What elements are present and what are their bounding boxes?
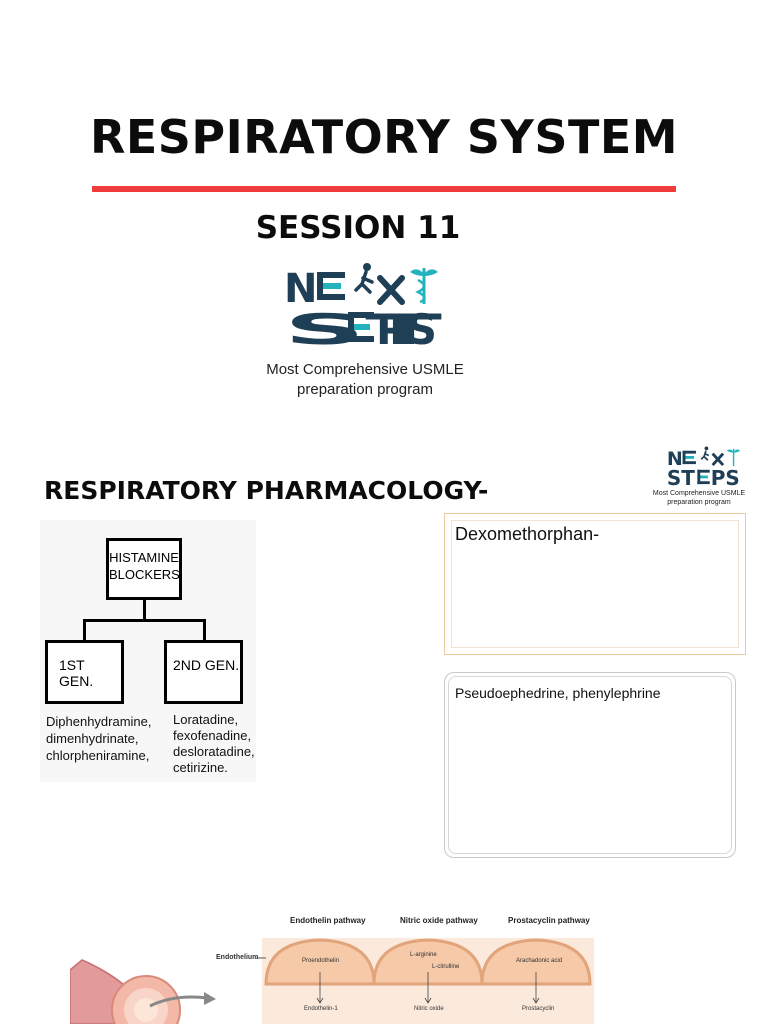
label-l-citrulline: L-citrulline [432,964,460,970]
svg-text:N: N [284,266,317,312]
section-heading: RESPIRATORY PHARMACOLOGY- [44,476,489,505]
label-proendothelin: Proendothelin [302,958,340,964]
endothelium-label: Endothelium [216,954,259,961]
second-gen-drug: Loratadine, [173,712,239,727]
logo-tagline: Most Comprehensive USMLE preparation pro… [244,360,486,400]
svg-text:PS: PS [376,305,437,346]
session-label: SESSION 11 [255,210,461,246]
second-gen-drug-list: Loratadine, fexofenadine, desloratadine,… [173,712,255,776]
page-title: RESPIRATORY SYSTEM [89,110,679,164]
title-divider [92,186,676,192]
histamine-blocker-tree: HISTAMINE BLOCKERS 1ST GEN. 2ND GEN. Dip… [40,520,256,782]
nextsteps-logo-graphic: N ST PS [284,263,443,354]
second-gen-drug: fexofenadine, [173,728,252,743]
label-prostacyclin: Prostacyclin [522,1006,555,1012]
small-logo-tagline: Most Comprehensive USMLE preparation pro… [652,489,746,507]
tree-connector-left [83,619,86,641]
label-l-arginine: L-arginine [410,952,437,958]
first-gen-drug-list: Diphenhydramine, dimenhydrinate, chlorph… [46,713,152,764]
note-box-inner-frame [448,676,732,854]
svg-text:ST: ST [667,466,695,486]
pathway-label-prostacyclin: Prostacyclin pathway [508,916,590,925]
tree-second-gen-box: 2ND GEN. [164,640,243,704]
svg-text:PS: PS [711,466,740,486]
note-text-dexomethorphan: Dexomethorphan- [455,524,600,544]
first-gen-drug: chlorpheniramine, [46,748,150,763]
note-text-pseudoephedrine: Pseudoephedrine, phenylephrine [455,685,661,701]
first-gen-drug: Diphenhydramine, [46,714,152,729]
tree-connector-right [203,619,206,641]
first-gen-drug: dimenhydrinate, [46,731,139,746]
small-nextsteps-logo: N ST PS Most Comprehensive USMLE prepara… [652,446,746,510]
pathway-label-nitric-oxide: Nitric oxide pathway [400,916,478,925]
tree-connector-vertical [143,600,146,621]
small-logo-tagline-line2: preparation program [667,499,731,506]
tree-connector-horizontal [83,619,206,622]
label-nitric-oxide: Nitric oxide [414,1006,444,1012]
decongestant-note-box: Pseudoephedrine, phenylephrine [444,672,736,858]
small-logo-tagline-line1: Most Comprehensive USMLE [652,490,746,497]
nextsteps-logo: N ST PS [284,262,444,354]
second-gen-drug: cetirizine. [173,760,228,775]
pathway-label-endothelin: Endothelin pathway [290,916,366,925]
dextromethorphan-note-box: Dexomethorphan- [444,513,746,655]
note-box-inner-frame [451,520,739,648]
tree-root-box: HISTAMINE BLOCKERS [106,538,182,600]
logo-tagline-line2: preparation program [297,381,433,398]
label-endothelin-1: Endothelin-1 [304,1006,338,1012]
pathway-diagram-graphic [70,938,594,1024]
tree-first-gen-box: 1ST GEN. [45,640,124,704]
label-arachadonic-acid: Arachadonic acid [516,958,563,964]
second-gen-drug: desloratadine, [173,744,255,759]
logo-tagline-line1: Most Comprehensive USMLE [266,361,464,378]
small-logo-graphic: N ST PS [667,446,741,486]
svg-text:N: N [667,448,683,470]
pathway-diagram: Endothelin pathway Nitric oxide pathway … [70,910,600,1024]
